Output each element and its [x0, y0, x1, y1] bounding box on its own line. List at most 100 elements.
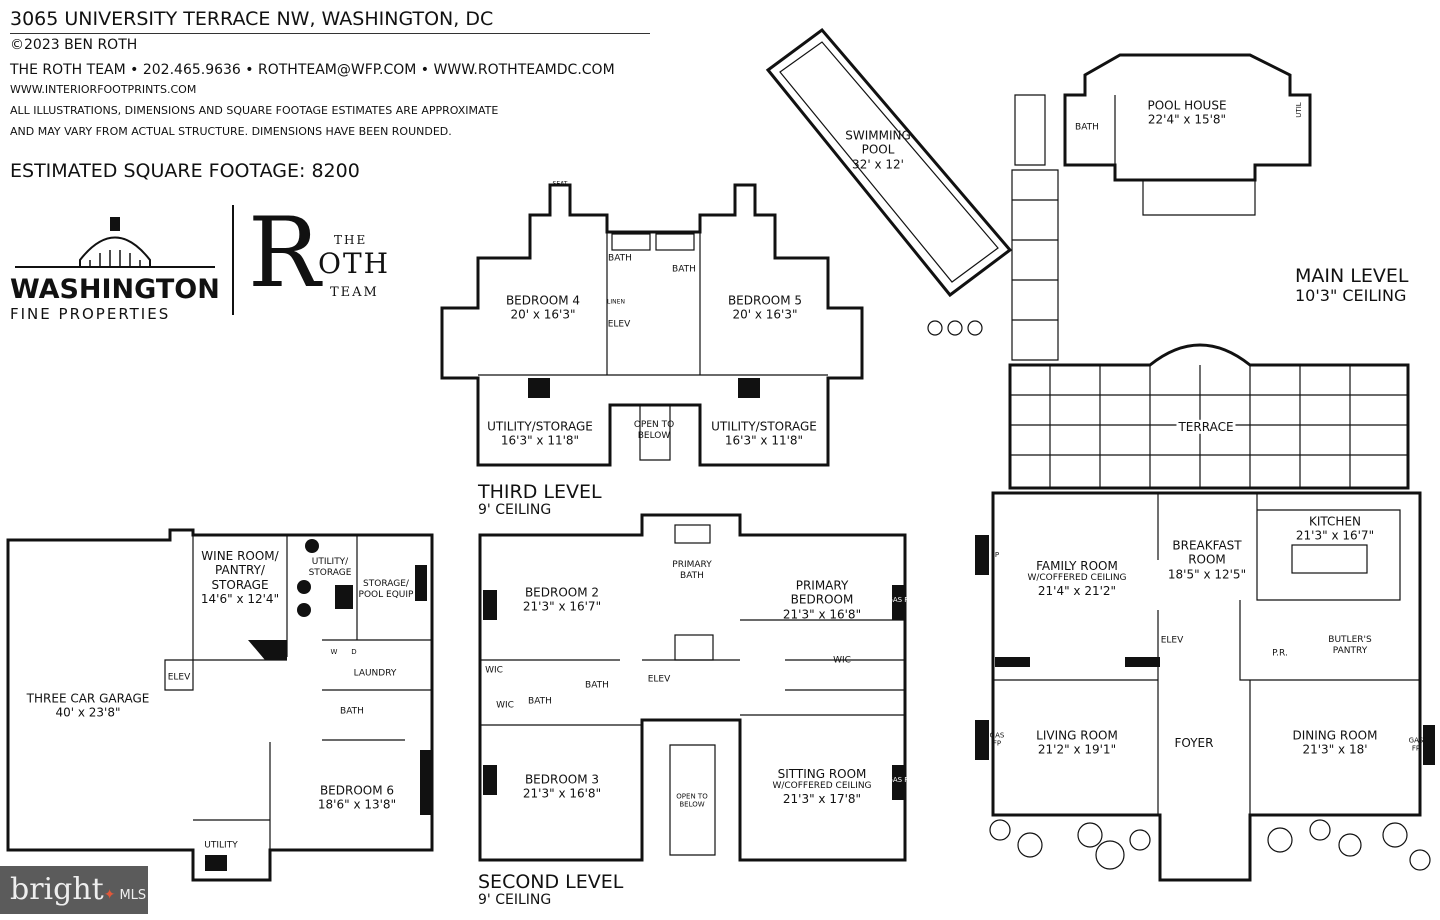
second-gas-fp-2: GAS FP	[887, 775, 913, 784]
room-label-text: 21'3" x 18'	[1302, 743, 1368, 757]
logo-divider	[232, 205, 234, 315]
level-ceiling: 10'3" CEILING	[1295, 285, 1407, 305]
room-label-text: W/COFFERED CEILING	[1027, 573, 1127, 584]
room-label-text: SWIMMING	[845, 128, 911, 143]
second-bath-1: BATH	[528, 696, 552, 707]
room-label-text: POOL HOUSE	[1147, 98, 1227, 113]
room-label-text: STORAGE	[211, 578, 269, 592]
third-seat: SEAT	[552, 180, 568, 188]
room-label-text: 14'6" x 12'4"	[200, 592, 280, 607]
room-label-text: KITCHEN	[1309, 514, 1361, 529]
pool-house-walls	[1063, 53, 1312, 216]
room-label-text: BELOW	[637, 431, 671, 441]
second-level-walls	[478, 513, 907, 862]
roth-logo-team: TEAM	[330, 285, 379, 300]
room-utility-storage-lower: UTILITY/STORAGE	[309, 557, 352, 579]
room-label-text: SITTING ROOM	[777, 767, 867, 782]
main-elevator: ELEV	[1160, 635, 1184, 646]
second-elevator: ELEV	[647, 674, 671, 685]
room-label-text: BELOW	[679, 801, 705, 809]
disclaimer-1: ALL ILLUSTRATIONS, DIMENSIONS AND SQUARE…	[10, 104, 499, 117]
room-label-text: OPEN TO	[633, 420, 675, 431]
room-label-text: DINING ROOM	[1292, 728, 1378, 743]
room-label-text: UTILITY/STORAGE	[711, 419, 817, 434]
room-label-text: FAMILY ROOM	[1036, 559, 1118, 574]
third-linen: LINEN	[607, 298, 625, 306]
room-label-text: PANTRY	[1332, 646, 1368, 656]
room-label-text: 40' x 23'8"	[55, 706, 121, 720]
swimming-pool	[765, 27, 1013, 298]
room-label-text: 21'3" x 16'8"	[522, 787, 602, 801]
square-footage: ESTIMATED SQUARE FOOTAGE: 8200	[10, 160, 360, 182]
room-label-text: LIVING ROOM	[1036, 728, 1118, 743]
room-label-text: BEDROOM 4	[505, 293, 581, 308]
pool-house-util: UTIL	[1294, 102, 1303, 118]
room-label-text: STORAGE/	[363, 579, 409, 590]
room-label-text: 32' x 12'	[852, 157, 904, 172]
wfp-logo-line2: FINE PROPERTIES	[10, 305, 171, 323]
third-level-walls	[440, 183, 864, 467]
room-label-text: STORAGE	[308, 568, 352, 578]
watermark-star-icon: ✦	[103, 887, 116, 903]
room-label-text: UTILITY/	[311, 557, 349, 568]
room-label-text: BATH	[680, 571, 704, 581]
disclaimer-2: AND MAY VARY FROM ACTUAL STRUCTURE. DIME…	[10, 125, 452, 138]
roth-logo-oth: OTH	[318, 247, 391, 280]
bright-mls-watermark: bright✦MLS	[0, 866, 148, 914]
room-label-text: 18'6" x 13'8"	[317, 798, 397, 812]
room-label-text: UTILITY/STORAGE	[487, 419, 593, 434]
lower-utility: UTILITY	[204, 840, 238, 851]
second-wic-1: WIC	[485, 665, 503, 676]
third-elevator: ELEV	[607, 319, 631, 330]
room-label-text: 21'3" x 17'8"	[782, 792, 862, 807]
main-fireplace: FP	[990, 550, 1000, 559]
third-bath-right: BATH	[672, 264, 696, 275]
main-gas-fp-1: GAS FP	[989, 731, 1005, 748]
roth-team-logo: R THE OTH TEAM	[248, 197, 398, 315]
second-wic-2: WIC	[496, 700, 514, 711]
second-gas-fp-1: GAS FP	[887, 595, 913, 604]
room-label-text: 21'3" x 16'8"	[782, 607, 862, 622]
landscaping-shrubs	[927, 320, 1431, 871]
room-label-text: BEDROOM 6	[319, 783, 395, 798]
main-gas-fp-2: GAS FP	[1408, 736, 1424, 753]
room-label-text: 16'3" x 11'8"	[500, 434, 580, 448]
room-label-text: PRIMARY	[795, 578, 849, 593]
room-label-text: 16'3" x 11'8"	[724, 434, 804, 448]
main-level-walls	[975, 491, 1435, 882]
room-label-text: OPEN TO	[676, 792, 708, 801]
main-powder-room: P.R.	[1272, 648, 1288, 659]
room-label-text: 21'3" x 16'7"	[1295, 529, 1375, 543]
wfp-logo: WASHINGTON FINE PROPERTIES	[10, 205, 220, 323]
room-label-text: BEDROOM 3	[524, 772, 600, 787]
room-label-text: 21'4" x 21'2"	[1037, 584, 1117, 599]
lower-bath: BATH	[340, 706, 364, 717]
room-label-text: 20' x 16'3"	[732, 308, 798, 322]
room-storage-pool-equip: STORAGE/POOL EQUIP	[359, 579, 414, 601]
terrace-label: TERRACE	[1176, 419, 1236, 435]
room-label-text: 22'4" x 15'8"	[1147, 113, 1227, 127]
roth-logo-r: R	[248, 197, 321, 309]
lower-elevator: ELEV	[167, 672, 191, 683]
room-label-text: POOL	[861, 142, 895, 157]
contact-line: THE ROTH TEAM • 202.465.9636 • ROTHTEAM@…	[10, 62, 615, 78]
watermark-suffix: MLS	[119, 888, 147, 903]
